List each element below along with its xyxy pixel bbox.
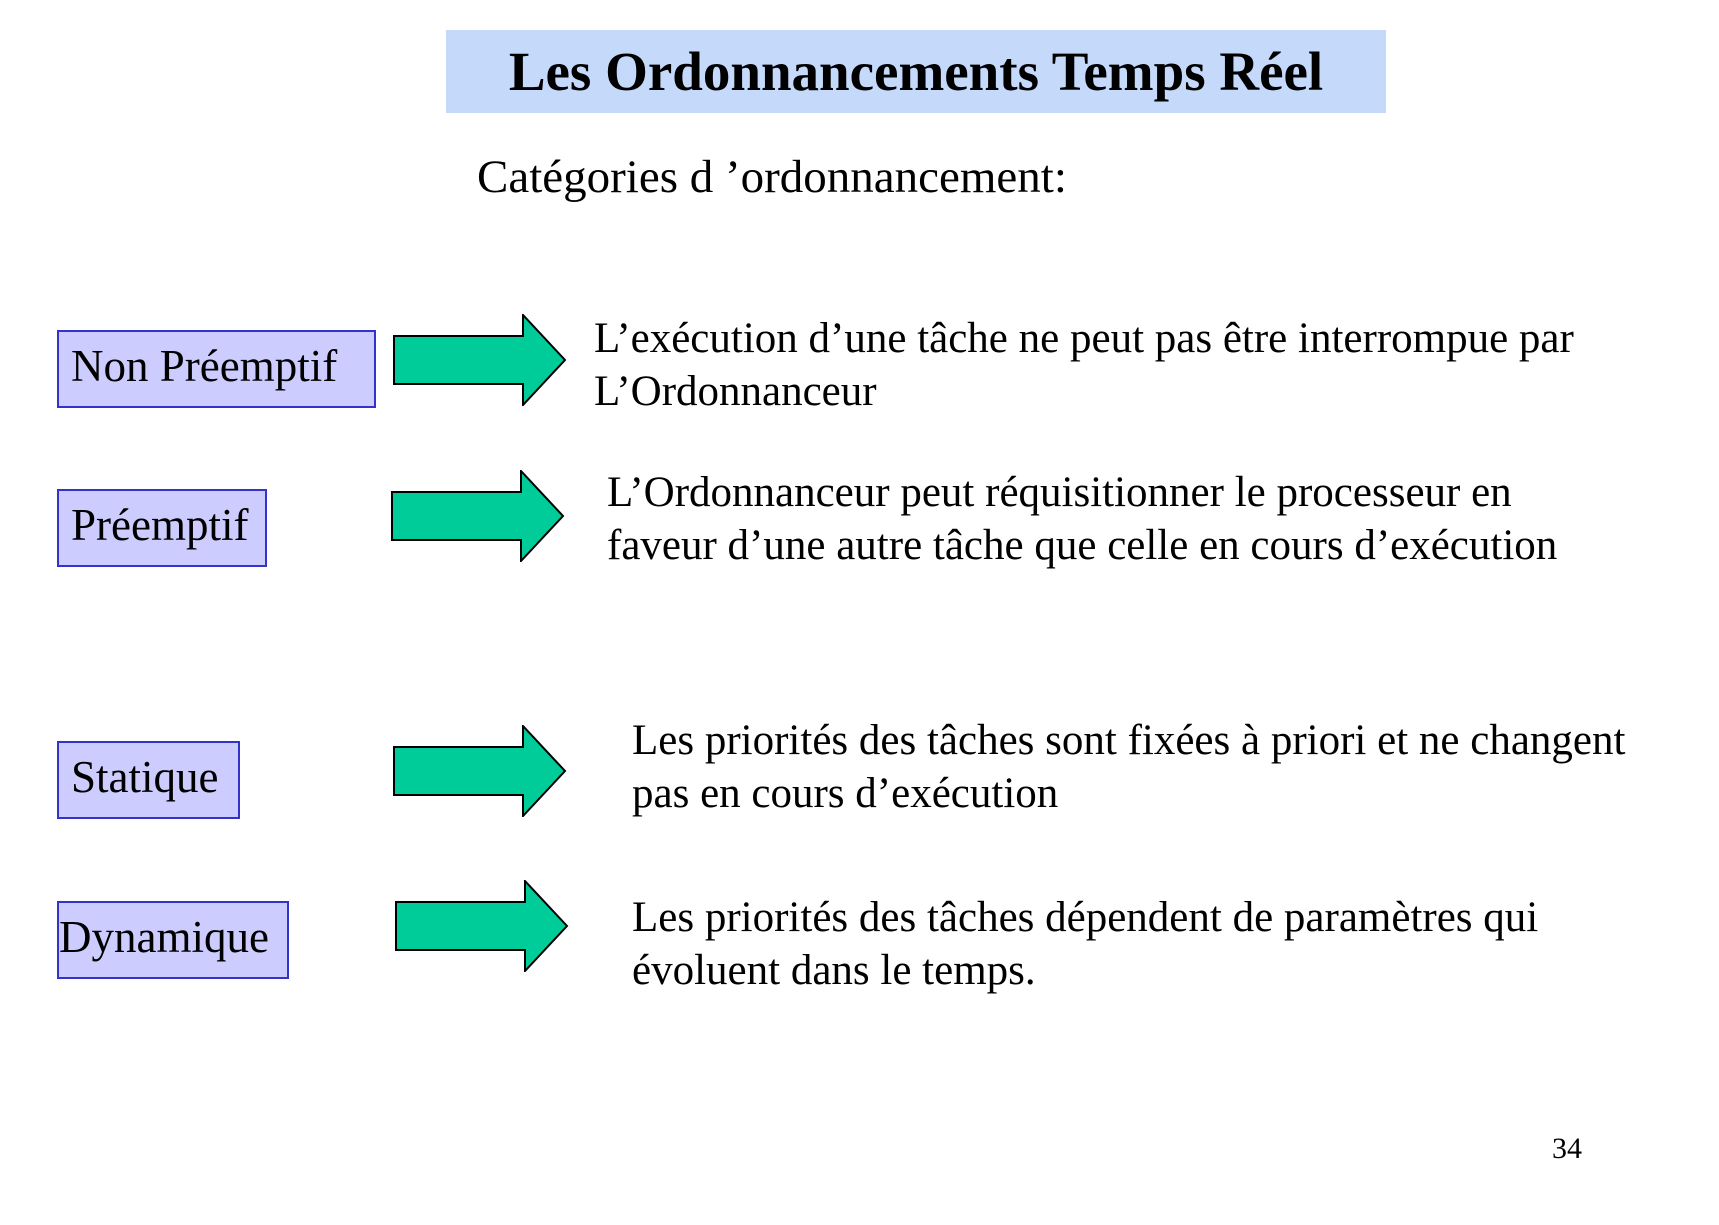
page-number: 34	[1552, 1132, 1582, 1165]
description-line: pas en cours d’exécution	[632, 770, 1059, 817]
right-arrow-icon	[393, 314, 567, 406]
description-line: L’exécution d’une tâche ne peut pas être…	[594, 315, 1574, 362]
right-arrow-icon	[391, 470, 565, 562]
category-label: Dynamique	[59, 912, 269, 962]
category-box-non-preemptif: Non Préemptif	[57, 330, 376, 408]
description-line: Les priorités des tâches dépendent de pa…	[632, 894, 1539, 941]
description-line: L’Ordonnanceur peut réquisitionner le pr…	[607, 469, 1512, 516]
category-description-preemptif: L’Ordonnanceur peut réquisitionner le pr…	[607, 466, 1557, 572]
description-line: évoluent dans le temps.	[632, 947, 1036, 994]
right-arrow-icon	[393, 725, 567, 817]
category-box-dynamique: Dynamique	[57, 901, 289, 979]
category-description-statique: Les priorités des tâches sont fixées à p…	[632, 714, 1625, 820]
title-bar: Les Ordonnancements Temps Réel	[446, 30, 1386, 113]
slide-subtitle: Catégories d ’ordonnancement:	[477, 151, 1067, 203]
category-box-statique: Statique	[57, 741, 240, 819]
category-description-dynamique: Les priorités des tâches dépendent de pa…	[632, 891, 1538, 997]
category-description-non-preemptif: L’exécution d’une tâche ne peut pas être…	[594, 312, 1574, 418]
category-label: Non Préemptif	[71, 341, 338, 391]
description-line: L’Ordonnanceur	[594, 368, 877, 415]
description-line: faveur d’une autre tâche que celle en co…	[607, 522, 1558, 569]
category-label: Préemptif	[71, 500, 249, 550]
category-box-preemptif: Préemptif	[57, 489, 267, 567]
right-arrow-icon	[395, 880, 569, 972]
category-label: Statique	[71, 752, 219, 802]
slide-title: Les Ordonnancements Temps Réel	[508, 41, 1324, 102]
description-line: Les priorités des tâches sont fixées à p…	[632, 717, 1626, 764]
